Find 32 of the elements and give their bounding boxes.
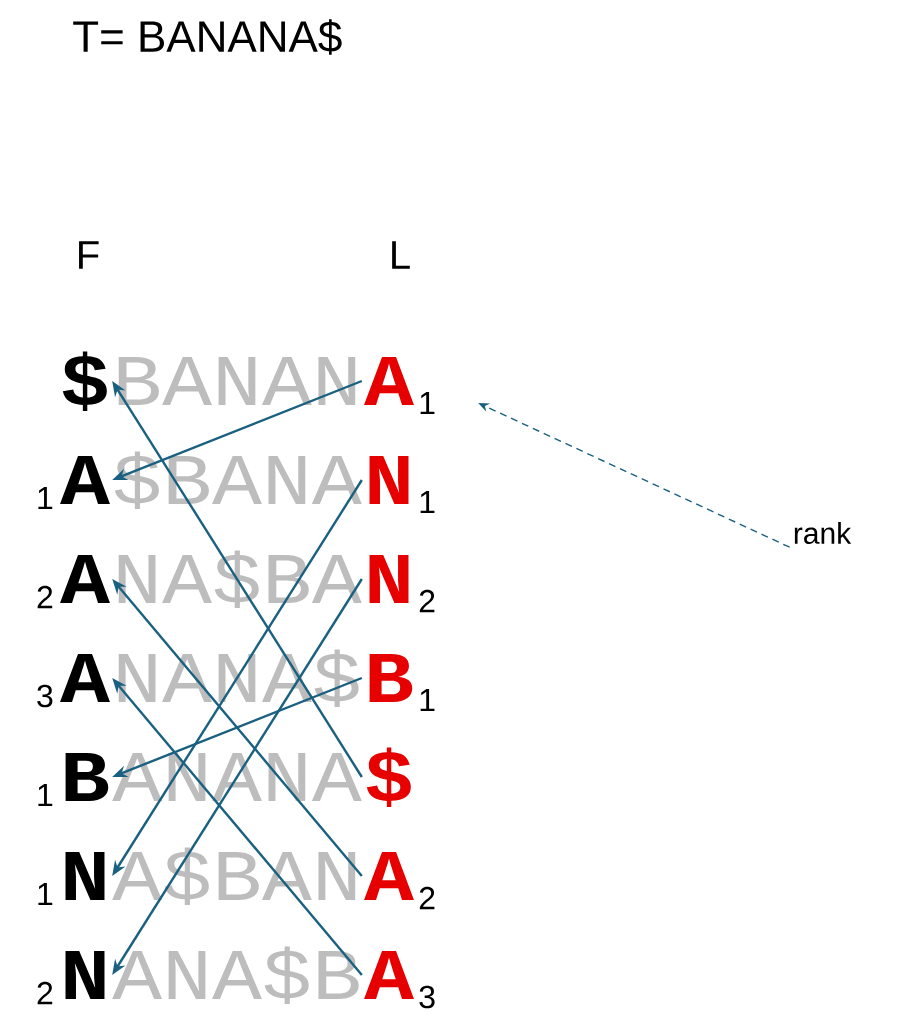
rank-subscript: 1: [38, 487, 53, 509]
note-text: rank: [794, 522, 852, 545]
letter: B: [369, 653, 413, 702]
rank-subscript: 3: [419, 985, 435, 1009]
letter: $: [366, 747, 411, 808]
rank-subscript: 2: [37, 585, 53, 609]
rank-subscript: 1: [38, 784, 53, 806]
letter: A: [60, 455, 110, 504]
letter: N: [65, 851, 105, 900]
letter: B: [65, 752, 109, 801]
rank-subscript: 1: [38, 883, 53, 905]
rank-subscript: 1: [420, 491, 435, 513]
letter: A: [60, 653, 110, 702]
letter: A: [364, 851, 414, 900]
rank-subscript: 2: [419, 886, 435, 910]
rank-subscript: 1: [420, 689, 435, 711]
rotation-text: BANAN: [118, 356, 356, 405]
letter: N: [369, 554, 409, 603]
letter: N: [369, 455, 409, 504]
letter: A: [364, 950, 414, 999]
column-header: F: [79, 241, 99, 269]
letter: A: [364, 356, 414, 405]
rank-subscript: 2: [419, 589, 435, 613]
title: T= BANANA$: [73, 19, 342, 55]
letter: A: [60, 554, 110, 603]
rank-subscript: 3: [37, 684, 53, 708]
rank-subscript: 2: [37, 981, 53, 1005]
column-header: L: [392, 241, 410, 269]
rank-subscript: 1: [420, 392, 435, 414]
rotation-text: ANA$B: [112, 946, 359, 1005]
letter: N: [65, 950, 105, 999]
letter: $: [62, 351, 107, 412]
